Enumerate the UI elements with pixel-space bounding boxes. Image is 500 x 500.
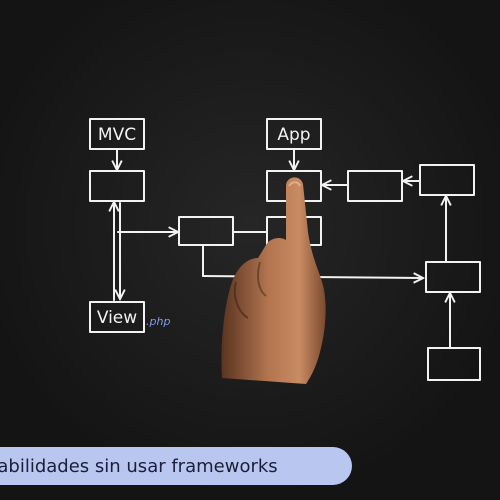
box-far-right-bottom	[427, 347, 481, 381]
label-view: View	[97, 308, 137, 328]
pointing-hand-illustration	[221, 177, 326, 384]
caption-banner: sabilidades sin usar frameworks	[0, 447, 352, 485]
caption-text: sabilidades sin usar frameworks	[0, 455, 278, 477]
label-app: App	[277, 125, 310, 145]
box-view	[89, 301, 145, 333]
label-mvc: MVC	[98, 125, 136, 145]
label-php: .php	[146, 315, 170, 328]
